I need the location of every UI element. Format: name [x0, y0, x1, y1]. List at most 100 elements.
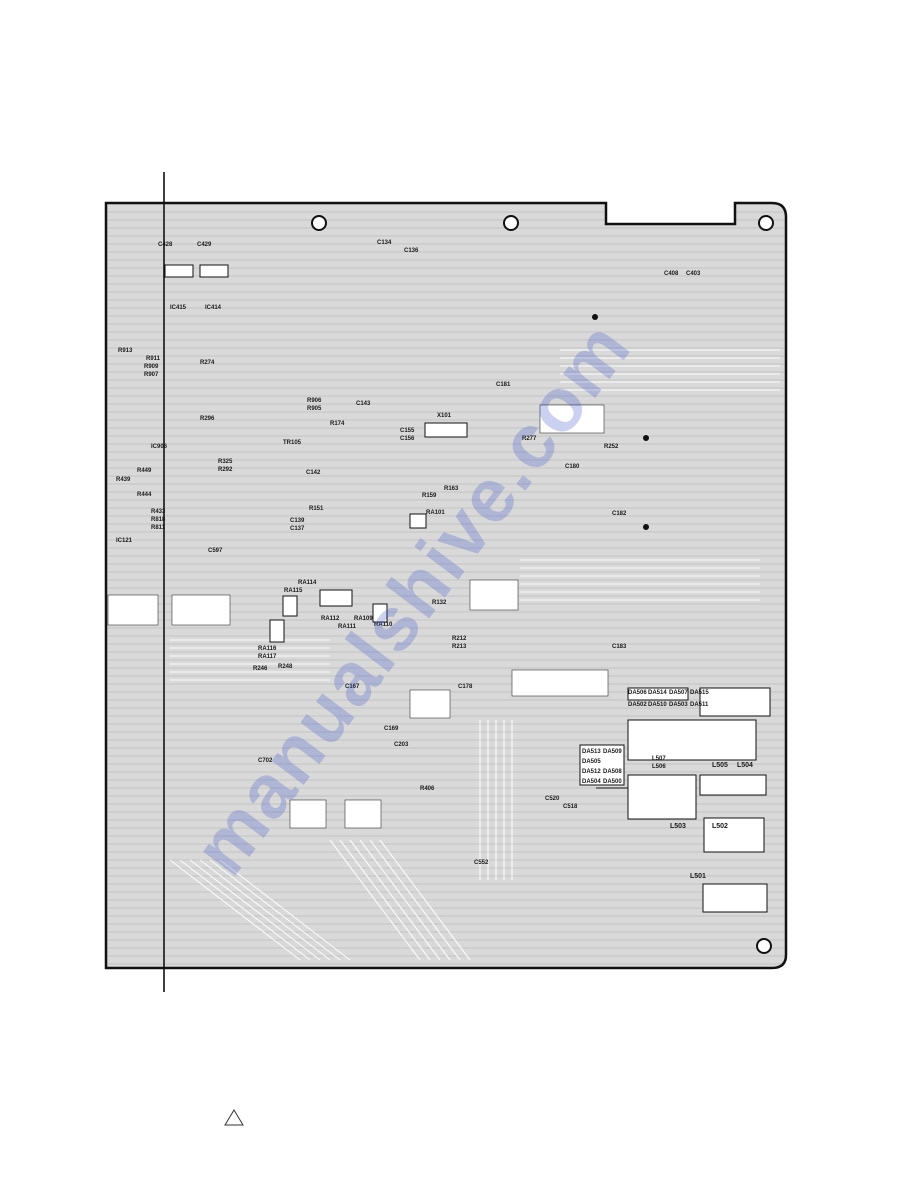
label-c408: C408	[664, 271, 679, 277]
label-box-da-top	[627, 687, 689, 701]
label-c136: C136	[404, 248, 419, 254]
label-r132: R132	[432, 600, 447, 606]
label-r907: R907	[144, 372, 159, 378]
crystal-x101	[424, 422, 468, 438]
label-da511: DA511	[690, 702, 709, 708]
label-da507: DA507	[669, 690, 688, 696]
label-l502: L502	[712, 823, 728, 830]
label-l504: L504	[737, 762, 753, 769]
label-da506: DA506	[628, 690, 647, 696]
label-c139: C139	[290, 518, 305, 524]
components	[164, 264, 771, 913]
resistor-array-ra116	[269, 619, 285, 643]
label-c142: C142	[306, 470, 321, 476]
label-r292: R292	[218, 467, 233, 473]
label-da502: DA502	[628, 702, 647, 708]
label-ic415: IC415	[170, 305, 187, 311]
label-da500: DA500	[603, 779, 622, 785]
label-ra114: RA114	[298, 580, 317, 586]
mounting-hole	[503, 215, 519, 231]
label-c520: C520	[545, 796, 560, 802]
label-r913: R913	[118, 348, 133, 354]
label-ic414: IC414	[205, 305, 222, 311]
label-c182: C182	[612, 511, 627, 517]
label-l507: L507	[652, 756, 666, 762]
resistor-array-ra114	[319, 589, 353, 607]
mounting-hole	[758, 215, 774, 231]
label-c702: C702	[258, 758, 273, 764]
label-ra111: RA111	[338, 624, 357, 630]
label-box-da	[579, 744, 625, 786]
label-da515: DA515	[690, 690, 709, 696]
label-x101: X101	[437, 413, 452, 419]
label-r406: R406	[420, 786, 435, 792]
ic-da-block-top	[627, 719, 757, 761]
resistor-array-ra101	[409, 513, 427, 529]
label-l506: L506	[652, 764, 666, 770]
label-r248: R248	[278, 664, 293, 670]
inductor-block	[699, 774, 767, 796]
label-c180: C180	[565, 464, 580, 470]
label-r212: R212	[452, 636, 467, 642]
label-ra112: RA112	[321, 616, 340, 622]
label-r449: R449	[137, 468, 152, 474]
label-da505: DA505	[582, 759, 601, 765]
label-c155: C155	[400, 428, 415, 434]
pad-strips	[107, 404, 609, 829]
warning-triangle-icon	[224, 1109, 244, 1126]
label-ra110: RA110	[374, 622, 393, 628]
label-ra101: RA101	[426, 510, 445, 516]
mounting-hole	[311, 215, 327, 231]
label-box-r-top	[699, 687, 771, 717]
label-da509: DA509	[603, 749, 622, 755]
label-r905: R905	[307, 406, 322, 412]
label-ic121: IC121	[116, 538, 133, 544]
label-ra115: RA115	[284, 588, 303, 594]
via-dots	[592, 314, 649, 530]
label-c597: C597	[208, 548, 223, 554]
label-tr105: TR105	[283, 440, 302, 446]
trace-bundles	[169, 349, 780, 961]
label-r439: R439	[116, 477, 131, 483]
ic-ic415	[164, 264, 194, 278]
label-c167: C167	[345, 684, 360, 690]
label-box-r-right	[702, 883, 768, 913]
resistor-array-ra109	[372, 603, 388, 623]
label-r909: R909	[144, 364, 159, 370]
label-c181: C181	[496, 382, 511, 388]
label-c518: C518	[563, 804, 578, 810]
label-da512: DA512	[582, 769, 601, 775]
label-da510: DA510	[648, 702, 667, 708]
inductor-block-lower	[703, 817, 765, 853]
label-c134: C134	[377, 240, 392, 246]
label-r277: R277	[522, 436, 537, 442]
label-r444: R444	[137, 492, 152, 498]
mounting-holes	[311, 215, 774, 954]
label-c178: C178	[458, 684, 473, 690]
label-c137: C137	[290, 526, 305, 532]
label-r811: R811	[151, 525, 166, 531]
label-l501: L501	[690, 873, 706, 880]
label-ra109: RA109	[354, 616, 373, 622]
label-da514: DA514	[648, 690, 667, 696]
label-l505: L505	[712, 762, 728, 769]
label-l503: L503	[670, 823, 686, 830]
label-r252: R252	[604, 444, 619, 450]
label-c143: C143	[356, 401, 371, 407]
label-c428: C428	[158, 242, 173, 248]
label-c552: C552	[474, 860, 489, 866]
label-c169: C169	[384, 726, 399, 732]
label-r911: R911	[146, 356, 161, 362]
label-da504: DA504	[582, 779, 601, 785]
ic-da-block-bottom	[627, 774, 697, 820]
label-r151: R151	[309, 506, 324, 512]
label-c403: C403	[686, 271, 701, 277]
resistor-array-ra115	[282, 595, 298, 617]
label-ra116: RA116	[258, 646, 277, 652]
label-c429: C429	[197, 242, 212, 248]
label-ic906: IC906	[151, 444, 168, 450]
ic-ic414	[199, 264, 229, 278]
label-da508: DA508	[603, 769, 622, 775]
label-r274: R274	[200, 360, 215, 366]
label-r174: R174	[330, 421, 345, 427]
